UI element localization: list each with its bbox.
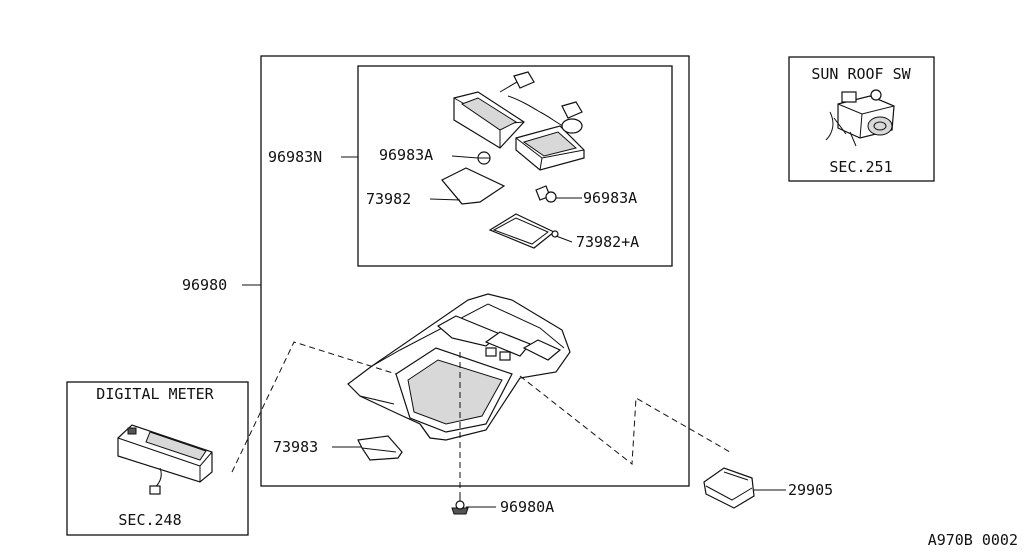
label-73982A: 73982+A	[576, 233, 639, 251]
dashed-line-meter	[231, 341, 397, 473]
screw-96980a-drawing	[451, 498, 469, 515]
label-96983N: 96983N	[268, 148, 322, 166]
overhead-console-drawing	[347, 293, 571, 441]
label-73983: 73983	[273, 438, 318, 456]
part-29905-drawing	[703, 467, 755, 509]
bulb-96983a-lower	[535, 185, 557, 203]
main-assembly-frame	[260, 55, 690, 487]
digital-meter-title: DIGITAL METER	[96, 385, 214, 403]
leader-73982A	[555, 235, 573, 243]
digital-meter-section-ref: SEC.248	[118, 511, 181, 529]
sunroof-section-ref: SEC.251	[829, 158, 892, 176]
lamp-assembly-frame	[357, 65, 673, 267]
lens-73982-drawing	[441, 167, 506, 205]
leader-96983A-upper	[451, 155, 479, 159]
label-96983A-upper: 96983A	[379, 146, 433, 164]
leader-73982	[429, 198, 461, 201]
diagram-code: A970B 0002	[928, 531, 1018, 549]
digital-meter-callout: DIGITAL METER SEC.248	[66, 381, 249, 536]
sunroof-switch-drawing	[825, 89, 895, 147]
lens-73982a-drawing	[488, 213, 559, 249]
label-29905: 29905	[788, 481, 833, 499]
digital-meter-drawing	[117, 424, 213, 495]
sunroof-title: SUN ROOF SW	[811, 65, 911, 83]
label-96980A: 96980A	[500, 498, 554, 516]
dashed-line-29905	[519, 375, 731, 465]
label-96980: 96980	[182, 276, 227, 294]
map-lamp-housing-drawing	[453, 71, 585, 171]
bulb-96983a-upper	[477, 151, 491, 165]
cover-73983-drawing	[357, 435, 403, 461]
sunroof-switch-callout: SUN ROOF SW SEC.251	[788, 56, 935, 182]
label-96983A-lower: 96983A	[583, 189, 637, 207]
label-73982: 73982	[366, 190, 411, 208]
